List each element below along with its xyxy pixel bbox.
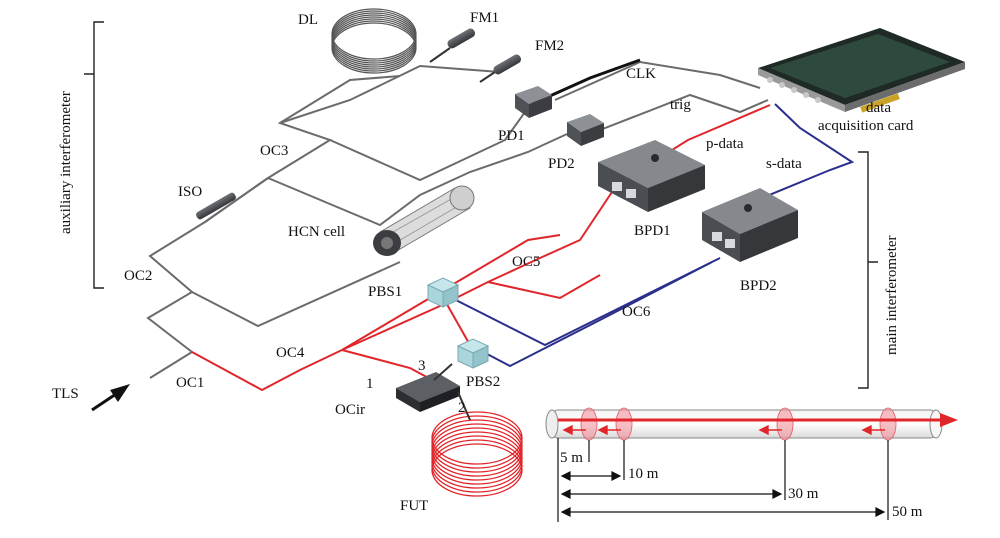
daq-label-line2: acquisition card	[818, 118, 914, 134]
distance-10m: 10 m	[628, 466, 659, 482]
arrow-icon	[91, 384, 130, 412]
oc3-label: OC3	[260, 143, 288, 159]
gray-fibers	[146, 60, 769, 379]
oc6-label: OC6	[622, 304, 651, 320]
pbs1-label: PBS1	[368, 284, 402, 300]
p-data-label: p-data	[706, 136, 744, 152]
pbs-cube-icon	[456, 338, 490, 369]
daq-card	[758, 28, 965, 113]
bpd1-device	[598, 140, 705, 212]
oc2-label: OC2	[124, 268, 152, 284]
main-interferometer-label: main interferometer	[884, 235, 900, 355]
dl-coil	[331, 8, 417, 74]
hcn-cell-label: HCN cell	[288, 224, 345, 240]
clk-label: CLK	[626, 66, 656, 82]
ocir-device	[396, 363, 471, 421]
dl-label: DL	[298, 12, 318, 28]
s-data-label: s-data	[766, 156, 802, 172]
port3-label: 3	[418, 358, 426, 374]
pbs2-label: PBS2	[466, 374, 500, 390]
red-fibers	[191, 104, 771, 392]
fut-coil	[431, 411, 523, 497]
distance-arrows	[560, 471, 886, 517]
pd2-device	[567, 114, 604, 146]
oc1-label: OC1	[176, 375, 204, 391]
isolator-icon	[196, 192, 236, 220]
pbs2-device	[456, 338, 490, 369]
fm2-device	[479, 54, 522, 83]
fiber-coil-icon	[431, 411, 523, 497]
distance-5m: 5 m	[560, 450, 583, 466]
pd1-label: PD1	[498, 128, 525, 144]
fm2-label: FM2	[535, 38, 564, 54]
bpd1-label: BPD1	[634, 223, 671, 239]
faraday-mirror-icon	[429, 28, 476, 63]
tls-arrow	[91, 384, 130, 412]
bpd2-device	[702, 188, 798, 262]
oc5-label: OC5	[512, 254, 540, 270]
oc4-label: OC4	[276, 345, 305, 361]
bpd2-label: BPD2	[740, 278, 777, 294]
circulator-icon	[396, 363, 471, 421]
fiber-coil-icon	[331, 8, 417, 74]
iso-label: ISO	[178, 184, 202, 200]
distance-50m: 50 m	[892, 504, 923, 520]
balanced-detector-icon	[702, 188, 798, 262]
faraday-mirror-icon	[479, 54, 522, 83]
fut-label: FUT	[400, 498, 428, 514]
ocir-label: OCir	[335, 402, 365, 418]
daq-label-line1: data	[866, 100, 891, 116]
port2-label: 2	[458, 400, 466, 416]
inset-tube	[551, 409, 937, 439]
reflector-rings	[580, 407, 897, 441]
blue-fibers	[439, 103, 855, 368]
aux-bracket	[84, 21, 104, 289]
pbs-cube-icon	[426, 277, 460, 308]
photodetector-icon	[515, 86, 552, 118]
back-reflection-arrows	[562, 424, 885, 436]
pd1-device	[515, 86, 552, 118]
tls-label: TLS	[52, 386, 79, 402]
trig-label: trig	[670, 97, 691, 113]
photodetector-icon	[567, 114, 604, 146]
arrow-icon	[940, 413, 958, 427]
balanced-detector-icon	[598, 140, 705, 212]
hcn-cell	[373, 185, 475, 256]
iso-device	[196, 192, 236, 220]
aux-interferometer-label: auxiliary interferometer	[58, 91, 74, 234]
distance-30m: 30 m	[788, 486, 819, 502]
distance-ticks	[557, 438, 889, 522]
gas-cell-icon	[373, 185, 475, 256]
fm1-label: FM1	[470, 10, 499, 26]
pd2-label: PD2	[548, 156, 575, 172]
main-bracket	[858, 151, 878, 389]
daq-card-icon	[758, 28, 965, 113]
port1-label: 1	[366, 376, 374, 392]
reflector-inset: 5 m 10 m 30 m 50 m	[545, 407, 958, 522]
fm1-device	[429, 28, 476, 63]
pbs1-device	[426, 277, 460, 308]
